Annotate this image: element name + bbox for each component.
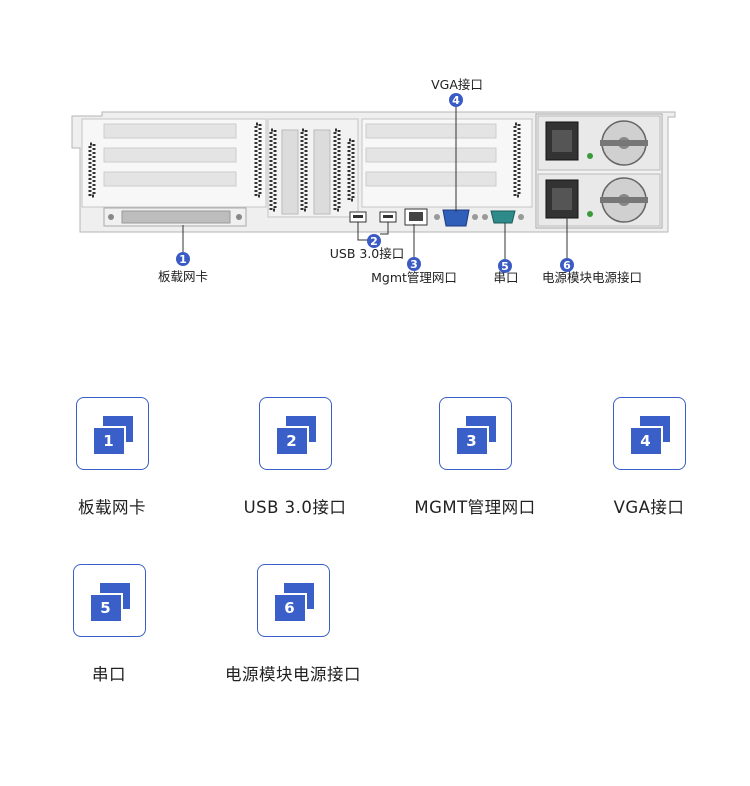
mgmt-port <box>404 208 428 226</box>
callout-2: 2 USB 3.0接口 <box>330 234 405 261</box>
power-supply-modules <box>535 113 663 229</box>
callout-3-label: Mgmt管理网口 <box>371 270 457 285</box>
legend-icon-6: 6 <box>256 564 330 637</box>
callout-4: VGA接口 4 <box>431 77 483 107</box>
pcie-slots-middle <box>269 128 341 215</box>
legend-label-5: 串口 <box>92 665 126 684</box>
pcie-slots-left <box>88 122 262 198</box>
onboard-nic-port <box>103 207 247 227</box>
callout-1-label: 板载网卡 <box>158 269 208 284</box>
legend-label-6: 电源模块电源接口 <box>225 665 361 684</box>
legend-icon-3: 3 <box>438 397 512 470</box>
callout-5: 5 串口 <box>493 259 519 285</box>
legend-icon-2: 2 <box>258 397 332 470</box>
callout-5-label: 串口 <box>493 270 518 285</box>
callout-2-number: 2 <box>370 235 378 248</box>
legend-label-4: VGA接口 <box>613 498 685 517</box>
callout-3: 3 Mgmt管理网口 <box>371 257 457 285</box>
callout-6: 6 电源模块电源接口 <box>542 258 642 285</box>
server-rear-panel-diagram: 1 板载网卡 2 USB 3.0接口 3 Mgmt管理网口 VGA接口 4 5 … <box>71 77 676 285</box>
callout-1: 1 板载网卡 <box>158 252 208 284</box>
legend-icon-1: 1 <box>75 397 149 470</box>
callout-6-number: 6 <box>563 259 571 272</box>
callout-4-number: 4 <box>452 94 460 107</box>
legend-item-6: 6 电源模块电源接口 <box>193 564 393 685</box>
callout-1-number: 1 <box>179 253 187 266</box>
legend-item-3: 3 MGMT管理网口 <box>375 397 575 518</box>
callout-2-label: USB 3.0接口 <box>330 246 405 261</box>
legend-item-1: 1 板载网卡 <box>12 397 212 518</box>
legend-icon-4: 4 <box>612 397 686 470</box>
legend-label-3: MGMT管理网口 <box>414 498 536 517</box>
legend-item-2: 2 USB 3.0接口 <box>195 397 395 518</box>
pcie-slots-right <box>347 122 521 202</box>
callout-3-number: 3 <box>410 258 418 271</box>
legend-item-5: 5 串口 <box>9 564 209 685</box>
callout-4-label: VGA接口 <box>431 77 483 92</box>
callout-6-label: 电源模块电源接口 <box>542 270 642 285</box>
callout-5-number: 5 <box>501 260 509 273</box>
legend-label-2: USB 3.0接口 <box>243 498 347 517</box>
legend-item-4: 4 VGA接口 <box>549 397 749 518</box>
legend-label-1: 板载网卡 <box>78 498 146 517</box>
serial-port <box>482 210 524 224</box>
legend-icon-5: 5 <box>72 564 146 637</box>
vga-port <box>434 209 478 227</box>
